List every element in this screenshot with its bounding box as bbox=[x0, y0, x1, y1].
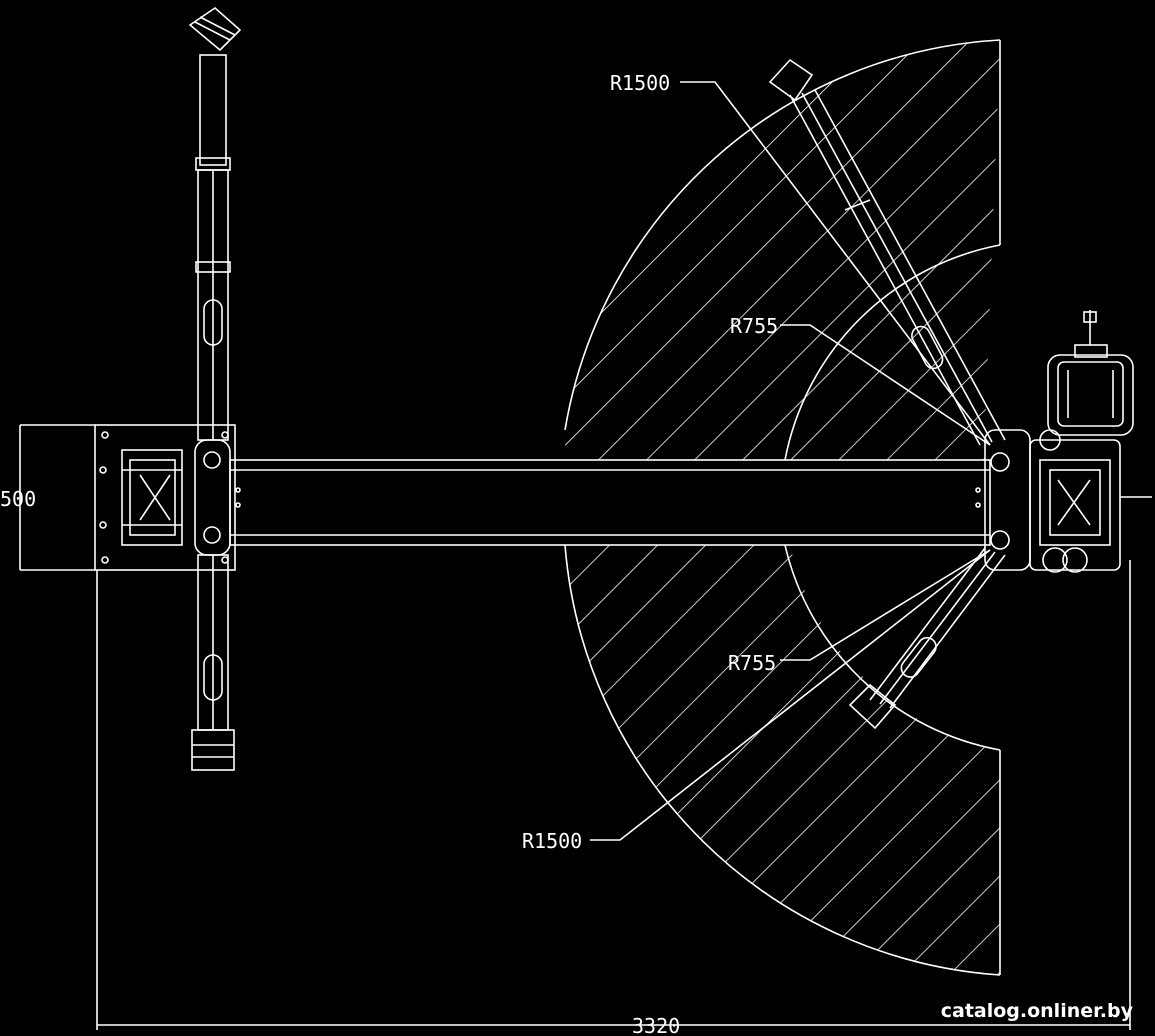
arm-sweep-area-inner bbox=[784, 244, 1001, 751]
label-r755-bottom: R755 bbox=[728, 651, 776, 675]
label-width-500: 500 bbox=[0, 487, 36, 511]
label-length-3320: 3320 bbox=[632, 1014, 680, 1036]
label-r1500-top: R1500 bbox=[610, 71, 670, 95]
label-r755-top: R755 bbox=[730, 314, 778, 338]
watermark: catalog.onliner.by bbox=[940, 1000, 1133, 1022]
lift-beam bbox=[229, 459, 991, 546]
hydraulic-power-unit bbox=[1047, 310, 1134, 436]
right-post-column bbox=[975, 429, 1152, 573]
length-dimension-lines bbox=[96, 560, 1131, 1030]
width-dimension-lines bbox=[19, 424, 95, 571]
right-lower-lift-arm bbox=[848, 547, 1006, 730]
arm-sweep-area-outer bbox=[564, 39, 1001, 976]
radius-leader-lines bbox=[590, 81, 991, 841]
right-upper-lift-arm bbox=[768, 58, 1006, 446]
left-end-plate bbox=[94, 424, 241, 571]
label-r1500-bottom: R1500 bbox=[522, 829, 582, 853]
left-lift-arm bbox=[188, 6, 242, 771]
